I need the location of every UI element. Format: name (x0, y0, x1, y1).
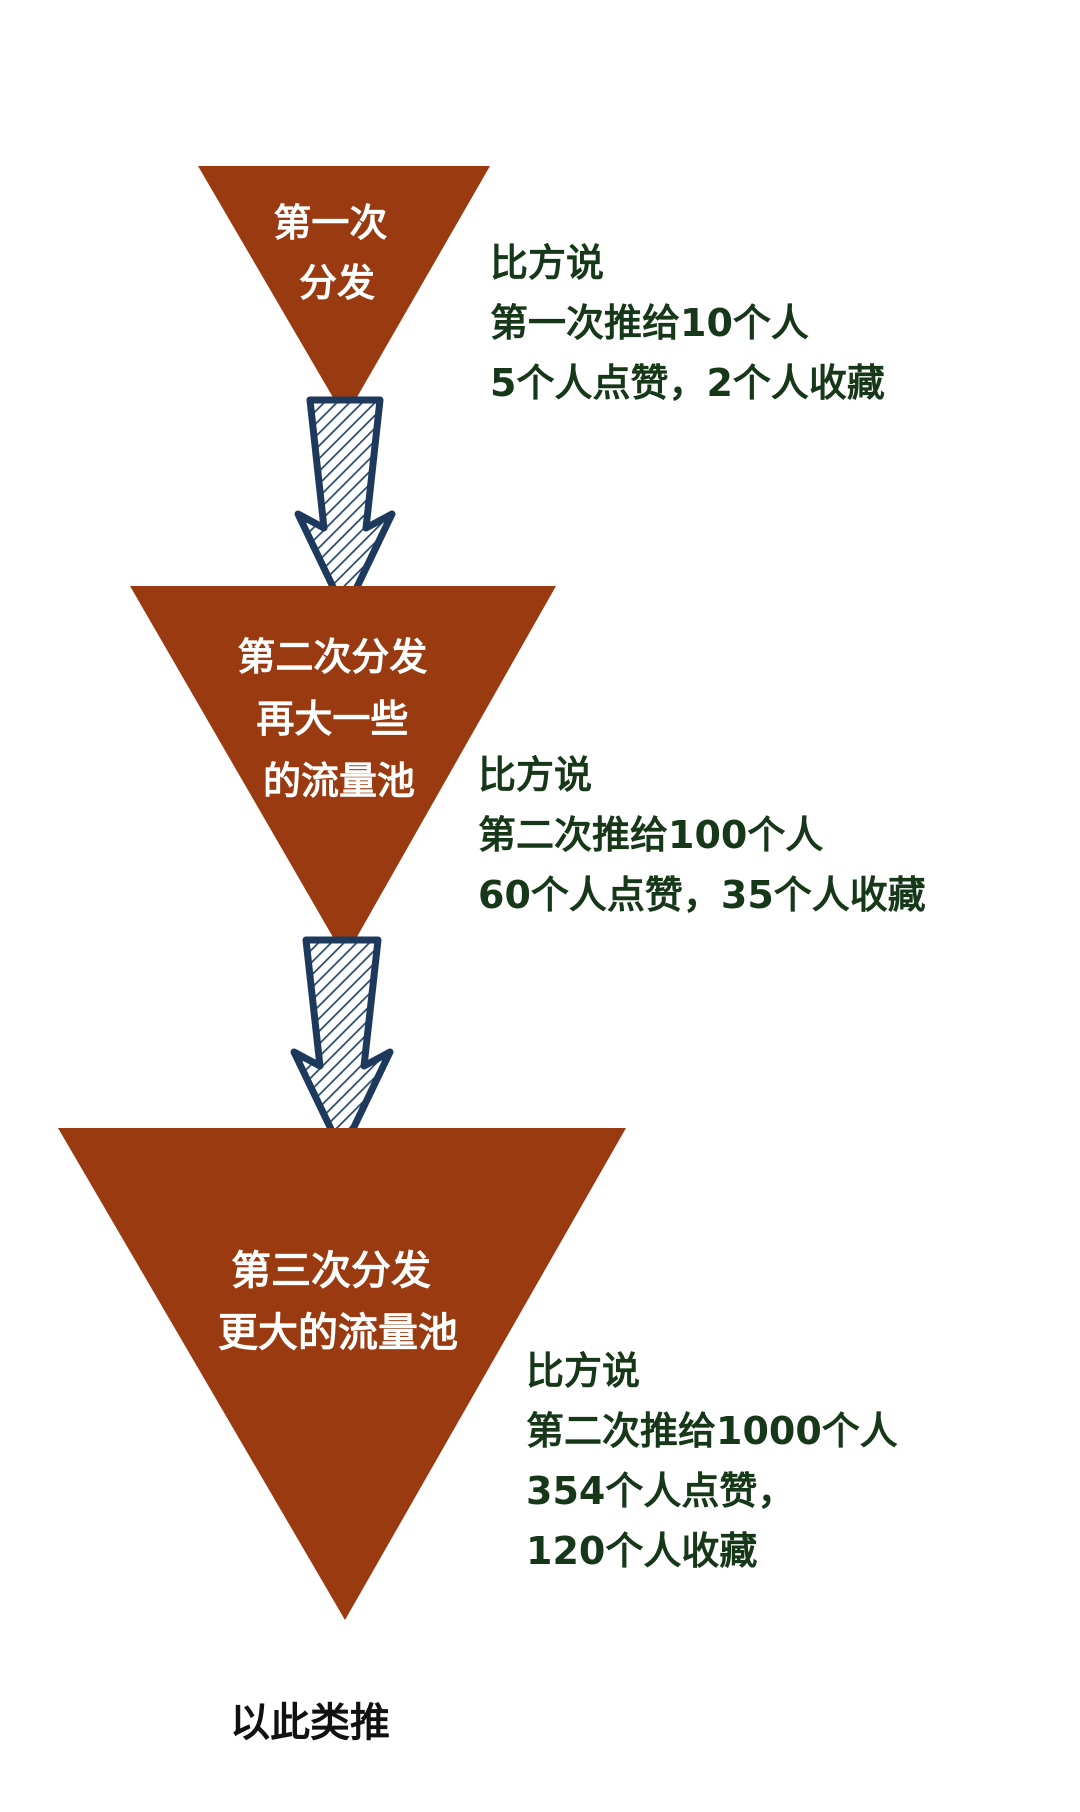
funnel-triangle-3 (58, 1128, 626, 1620)
stage-1-note: 比方说 第一次推给10个人 5个人点赞，2个人收藏 (490, 241, 885, 405)
stage-2-note-line-1: 比方说 (478, 753, 592, 797)
stage-3-title: 第三次分发 更大的流量池 (218, 1248, 458, 1356)
footer-text: 以此类推 (230, 1700, 390, 1746)
stage-2-title-line-1: 第二次分发 (237, 635, 427, 679)
stage-2: 第二次分发 再大一些 的流量池 比方说 第二次推给100个人 60个人点赞，35… (130, 586, 926, 958)
stage-2-title-line-3: 的流量池 (263, 759, 415, 803)
stage-3-note-line-4: 120个人收藏 (526, 1529, 757, 1573)
stage-2-note-line-3: 60个人点赞，35个人收藏 (478, 873, 926, 917)
stage-1: 第一次 分发 比方说 第一次推给10个人 5个人点赞，2个人收藏 (198, 166, 885, 418)
stage-1-title-line-2: 分发 (299, 261, 375, 305)
stage-1-note-line-1: 比方说 (490, 241, 604, 285)
down-arrow-icon (290, 936, 394, 1156)
stage-3: 第三次分发 更大的流量池 比方说 第二次推给1000个人 354个人点赞， 12… (58, 1128, 911, 1620)
stage-1-note-line-3: 5个人点赞，2个人收藏 (490, 361, 885, 405)
stage-2-title-line-2: 再大一些 (256, 697, 408, 741)
stage-2-note: 比方说 第二次推给100个人 60个人点赞，35个人收藏 (478, 753, 926, 917)
stage-1-title-line-1: 第一次 (273, 201, 387, 245)
stage-3-title-line-1: 第三次分发 (231, 1248, 431, 1294)
funnel-triangle-1 (198, 166, 490, 418)
down-arrow-icon (294, 396, 396, 616)
funnel-triangle-2 (130, 586, 556, 958)
stage-2-title: 第二次分发 再大一些 的流量池 (237, 635, 440, 803)
stage-3-note-line-2: 第二次推给1000个人 (526, 1409, 898, 1453)
stage-3-note-line-1: 比方说 (526, 1349, 640, 1393)
stage-1-note-line-2: 第一次推给10个人 (490, 301, 809, 345)
stage-3-note-line-3: 354个人点赞， (526, 1469, 795, 1513)
stage-1-title: 第一次 分发 (273, 201, 400, 305)
stage-3-title-line-2: 更大的流量池 (218, 1310, 458, 1356)
stage-3-note: 比方说 第二次推给1000个人 354个人点赞， 120个人收藏 (526, 1349, 911, 1573)
stage-2-note-line-2: 第二次推给100个人 (478, 813, 823, 857)
